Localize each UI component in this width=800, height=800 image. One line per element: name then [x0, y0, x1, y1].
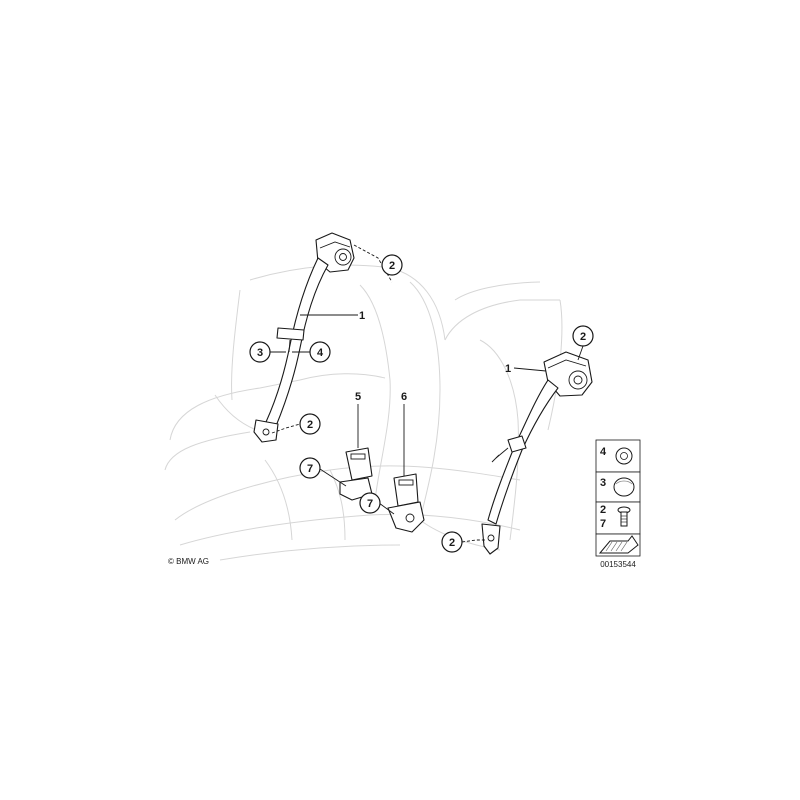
callout-buckle-5: 5 — [355, 391, 361, 403]
callout-left-bottom-2: 2 — [299, 413, 321, 435]
left-seat-belt-assembly — [253, 232, 355, 443]
callout-buckle-right-7: 7 — [359, 492, 381, 514]
svg-text:1: 1 — [505, 363, 511, 375]
callout-buckle-6: 6 — [401, 391, 407, 403]
callout-right-1: 1 — [505, 363, 511, 375]
nut-icon — [615, 447, 633, 465]
cap-icon — [613, 477, 635, 497]
callout-buckle-left-7: 7 — [299, 457, 321, 479]
fastener-legend: 4 3 2 7 00153544 — [595, 439, 641, 569]
buckle-6 — [387, 404, 425, 533]
right-seat-belt-assembly — [481, 351, 593, 555]
svg-text:3: 3 — [257, 347, 263, 359]
right-lead-lines — [461, 345, 584, 543]
svg-text:6: 6 — [401, 391, 407, 403]
legend-label-4: 4 — [600, 446, 607, 458]
svg-text:5: 5 — [355, 391, 361, 403]
buckle-lead-lines — [319, 468, 395, 515]
callout-left-top-2: 2 — [381, 254, 403, 276]
legend-label-3: 3 — [600, 477, 606, 489]
svg-text:7: 7 — [367, 498, 373, 510]
legend-label-7: 7 — [600, 518, 606, 530]
direction-arrow-icon — [598, 535, 639, 554]
svg-text:2: 2 — [449, 537, 455, 549]
svg-text:2: 2 — [389, 260, 395, 272]
callout-left-3: 3 — [249, 341, 271, 363]
svg-text:7: 7 — [307, 463, 313, 475]
callout-right-bottom-2: 2 — [441, 531, 463, 553]
copyright-label: © BMW AG — [168, 557, 209, 566]
svg-text:4: 4 — [317, 347, 324, 359]
diagram-id: 00153544 — [600, 560, 636, 569]
legend-label-2: 2 — [600, 504, 606, 516]
svg-text:2: 2 — [307, 419, 313, 431]
callout-left-1: 1 — [359, 310, 365, 322]
svg-text:1: 1 — [359, 310, 365, 322]
bolt-icon — [617, 506, 631, 527]
callout-left-4: 4 — [309, 341, 331, 363]
callout-right-top-2: 2 — [572, 325, 594, 347]
svg-text:2: 2 — [580, 331, 586, 343]
